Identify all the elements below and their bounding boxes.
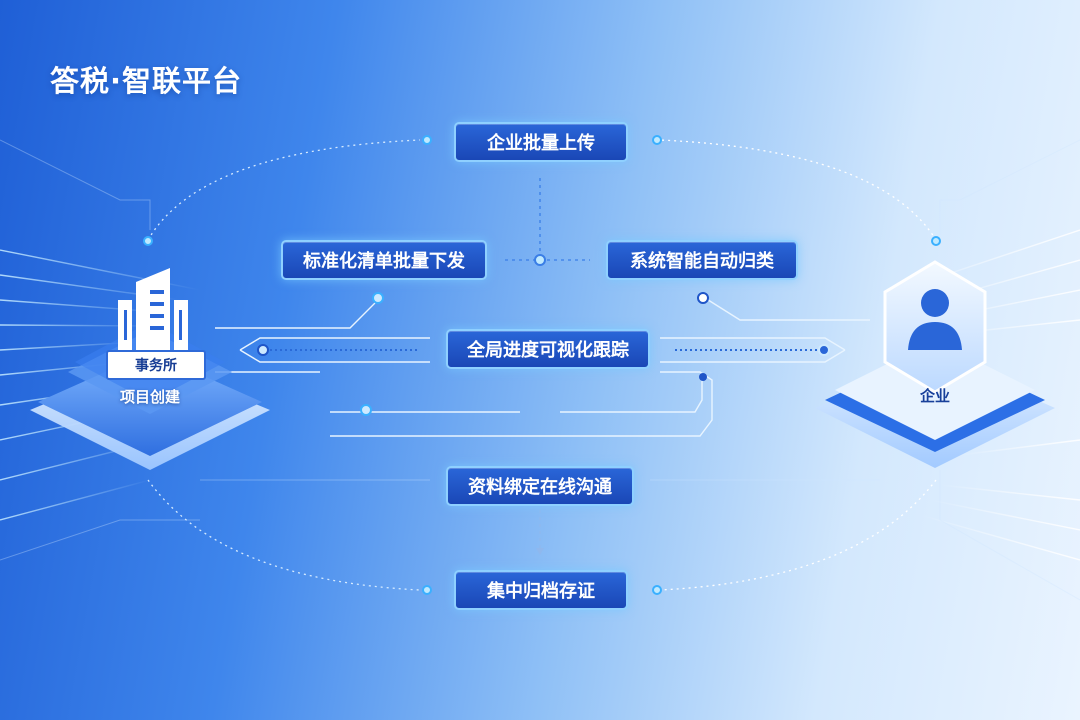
right-platform [815, 340, 1055, 468]
building-icon [118, 268, 188, 352]
office-tag: 事务所 [106, 350, 206, 380]
step-archive: 集中归档存证 [454, 570, 628, 610]
user-icon [883, 260, 987, 394]
step-standard-list-dispatch: 标准化清单批量下发 [281, 240, 487, 280]
brand-title: 答税·智联平台 [50, 64, 243, 98]
step-auto-classify: 系统智能自动归类 [606, 240, 798, 280]
right-node-label: 企业 [919, 387, 950, 405]
step-progress-tracking: 全局进度可视化跟踪 [446, 329, 650, 369]
step-online-communication: 资料绑定在线沟通 [446, 466, 634, 506]
step-batch-upload: 企业批量上传 [454, 122, 628, 162]
left-node-label: 项目创建 [119, 388, 180, 406]
